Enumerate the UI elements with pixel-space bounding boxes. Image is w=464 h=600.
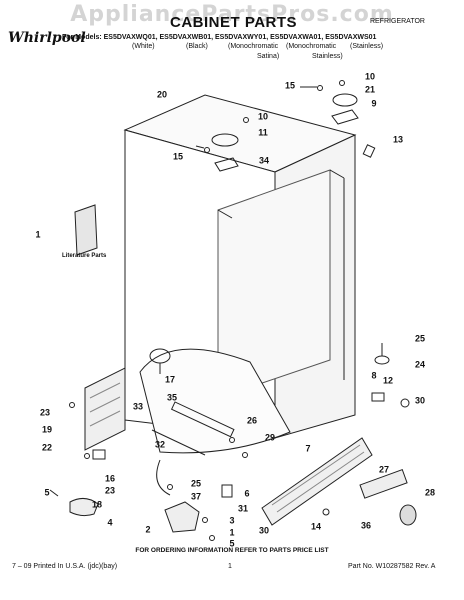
callout-number: 19 [41, 424, 53, 435]
callout-number: 29 [264, 432, 276, 443]
page-number: 1 [228, 563, 232, 570]
ordering-note: FOR ORDERING INFORMATION REFER TO PARTS … [135, 547, 329, 554]
machine-compartment [139, 348, 291, 454]
watermark: AppliancePartsPros.com [70, 2, 394, 27]
bracket [371, 392, 385, 402]
literature-booklet [74, 204, 98, 256]
page-title: CABINET PARTS [170, 14, 298, 31]
callout-number: 8 [371, 370, 377, 381]
variant-label: Satina) [257, 53, 280, 60]
print-info: 7 – 09 Printed In U.S.A. (jdc)(bay) [12, 563, 118, 570]
callout-number: 10 [257, 111, 269, 122]
filter-housing [359, 468, 408, 499]
variant-label: (Monochromatic [286, 43, 337, 50]
callout-number: 33 [132, 401, 144, 412]
callout-number: 25 [414, 333, 426, 344]
literature-parts-label: Literature Parts [62, 253, 107, 259]
right-hinge-cover [332, 93, 358, 107]
callout-number: 37 [190, 491, 202, 502]
top-hinge [214, 157, 239, 172]
callout-number: 18 [91, 499, 103, 510]
callout-number: 3 [229, 515, 235, 526]
cabinet-exploded-diagram [49, 80, 417, 541]
tube [170, 401, 235, 438]
callout-number: 21 [364, 84, 376, 95]
callout-number: 27 [378, 464, 390, 475]
callout-number: 32 [154, 439, 166, 450]
callout-number: 22 [41, 442, 53, 453]
callout-number: 2 [145, 524, 151, 535]
callout-number: 17 [164, 374, 176, 385]
category-label: REFRIGERATOR [370, 18, 425, 25]
variant-label: (White) [132, 43, 155, 50]
variant-label: Stainless) [312, 53, 343, 60]
models-line: For Models: ES5DVAXWQ01, ES5DVAXWB01, ES… [62, 34, 377, 41]
callout-number: 35 [166, 392, 178, 403]
callout-number: 28 [424, 487, 436, 498]
roller [92, 449, 106, 460]
callout-number: 30 [258, 525, 270, 536]
callout-number: 1 [229, 527, 235, 538]
callout-number: 5 [229, 538, 235, 549]
model-variants: (White) (Black) (Monochromatic (Monochro… [62, 43, 402, 63]
callout-number: 20 [156, 89, 168, 100]
toe-grille [261, 437, 373, 526]
callout-number: 6 [244, 488, 250, 499]
wire-harness [156, 459, 171, 496]
leveling-leg [69, 498, 99, 517]
brand-logo: Whirlpool [8, 30, 86, 46]
callout-number: 4 [107, 517, 113, 528]
callout-number: 10 [364, 71, 376, 82]
callout-number: 5 [44, 487, 50, 498]
callout-number: 1 [35, 229, 41, 240]
callout-number: 23 [104, 485, 116, 496]
part-number: Part No. W10287582 Rev. A [348, 563, 436, 570]
leveler [374, 355, 390, 365]
front-roller-assembly [164, 501, 200, 533]
variant-label: (Black) [186, 43, 208, 50]
callout-number: 26 [246, 415, 258, 426]
callout-number: 7 [305, 443, 311, 454]
filter-cap [399, 504, 417, 526]
callout-number: 25 [190, 478, 202, 489]
cabinet-liner [217, 169, 331, 399]
callout-number: 16 [104, 473, 116, 484]
callout-number: 30 [414, 395, 426, 406]
callout-number: 31 [237, 503, 249, 514]
callout-number: 36 [360, 520, 372, 531]
roller-bracket [221, 484, 233, 498]
callout-number: 13 [392, 134, 404, 145]
top-hinge-cover [211, 133, 239, 147]
callout-number: 11 [258, 127, 268, 138]
callout-number: 15 [284, 80, 296, 91]
variant-label: (Monochromatic [228, 43, 279, 50]
callout-number: 34 [258, 155, 270, 166]
rear-access-panel [84, 367, 126, 451]
callout-number: 14 [310, 521, 322, 532]
callout-number: 12 [382, 375, 394, 386]
callout-number: 23 [39, 407, 51, 418]
variant-label: (Stainless) [350, 43, 384, 50]
callout-number: 15 [172, 151, 184, 162]
callout-number: 24 [414, 359, 426, 370]
callout-number: 9 [371, 98, 377, 109]
clip [362, 144, 376, 158]
